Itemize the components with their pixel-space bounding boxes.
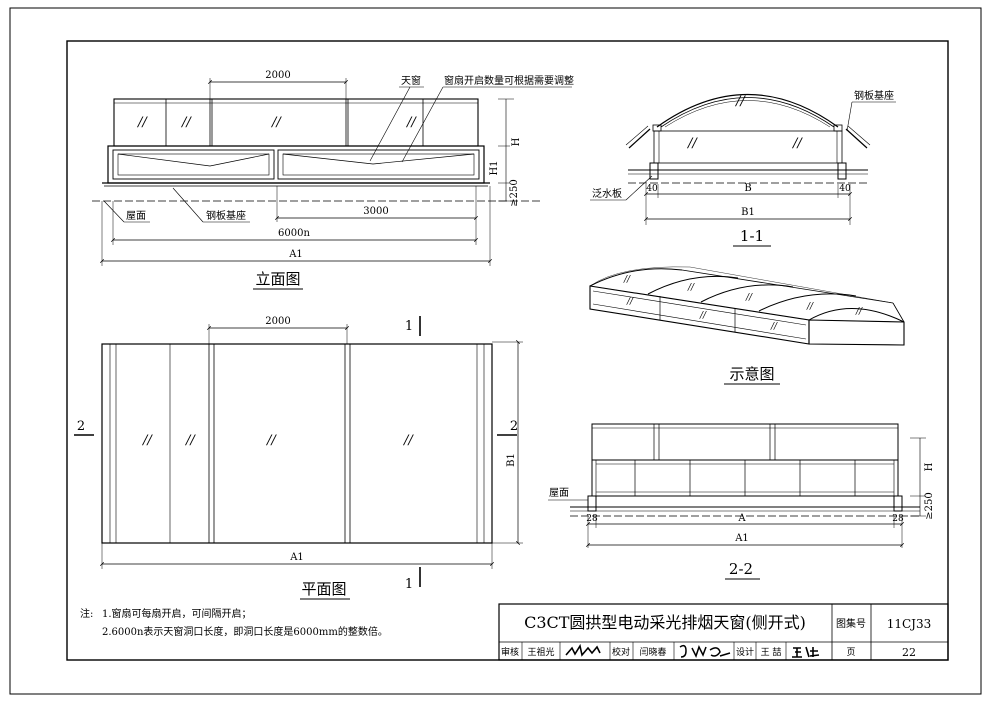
dim-a1-label: A1 [734, 533, 749, 544]
glass-mark: // [136, 115, 148, 130]
frame-border [66, 40, 949, 661]
perspective-view: // // // // // // // // 示意图 [589, 266, 905, 385]
glass-mark: // [770, 322, 778, 332]
reviewer-name: 王祖光 [527, 646, 554, 658]
dim-250-label: ≥250 [924, 492, 935, 519]
dim-a1-label: A1 [288, 249, 303, 260]
plan-title: 平面图 [301, 580, 346, 598]
reviewer-signature [565, 643, 601, 657]
glass-mark: // [141, 433, 153, 448]
section-1-1-title: 1-1 [740, 227, 764, 245]
glass-mark: // [791, 136, 803, 151]
section-cut-2-left: 2 [77, 419, 85, 434]
dim-40-right-label: 40 [839, 184, 851, 194]
check-label: 校对 [612, 646, 630, 658]
dim-a1-label: A1 [289, 552, 304, 563]
dim-b1-label: B1 [506, 453, 517, 467]
notes: 注: 1.窗扇可每扇开启，可间隔开启； 2.6000n表示天窗洞口长度，即洞口长… [80, 607, 388, 638]
glass-mark: // [734, 94, 746, 109]
dim-2000-label: 2000 [265, 316, 290, 327]
elevation-view: // // // // 2000 天窗 窗扇开启数量可根据需要调整 H H1 ≥… [92, 70, 574, 290]
elevation-title: 立面图 [255, 270, 300, 288]
glass-mark: // [402, 433, 414, 448]
glass-mark: // [184, 433, 196, 448]
dim-b-label: B [744, 183, 751, 194]
label-roof: 屋面 [549, 487, 569, 499]
glass-mark: // [623, 275, 631, 285]
glass-mark: // [265, 433, 277, 448]
dim-40-left-label: 40 [646, 184, 658, 194]
plan-view: // // // // 2000 1 1 2 2 B1 A1 平面图 [74, 316, 523, 600]
glass-mark: // [626, 297, 634, 307]
checker-signature [679, 644, 731, 658]
dim-h-label: H [924, 462, 935, 471]
perspective-title: 示意图 [729, 365, 774, 383]
glass-mark: // [855, 307, 863, 317]
note-line-1: 1.窗扇可每扇开启，可间隔开启； [102, 607, 252, 620]
glass-mark: // [687, 283, 695, 293]
designer-name: 王 喆 [761, 646, 782, 658]
glass-mark: // [699, 311, 707, 321]
review-label: 审核 [501, 646, 519, 658]
outer-border [9, 7, 982, 695]
dim-6000n-label: 6000n [278, 228, 310, 239]
dim-28-right-label: 28 [892, 514, 904, 524]
dim-3000-label: 3000 [363, 206, 388, 217]
dim-28-left-label: 28 [586, 514, 598, 524]
designer-signature [792, 646, 820, 658]
label-skylight: 天窗 [401, 74, 421, 87]
section-2-2-title: 2-2 [729, 560, 753, 578]
glass-mark: // [405, 115, 417, 130]
dim-h-label: H [511, 137, 522, 146]
label-steel-base: 钢板基座 [854, 89, 894, 102]
dim-b1-label: B1 [741, 207, 755, 218]
page-label: 页 [846, 647, 855, 658]
atlas-number: 11CJ33 [887, 617, 932, 631]
label-sash-note: 窗扇开启数量可根据需要调整 [444, 74, 574, 87]
title-block: C3CT圆拱型电动采光排烟天窗(侧开式) 图集号 11CJ33 审核 王祖光 校… [498, 603, 949, 661]
dim-h1-label: H1 [489, 160, 500, 175]
dim-2000-label: 2000 [265, 70, 290, 81]
section-2-2-view: 屋面 28 A 28 A1 H ≥250 2-2 [548, 423, 935, 580]
section-1-1-view: // // // 钢板基座 泛水板 40 B 40 B1 1-1 [590, 89, 896, 247]
glass-mark: // [270, 115, 282, 130]
label-flashing: 泛水板 [592, 187, 622, 200]
note-line-2: 2.6000n表示天窗洞口长度，即洞口长度是6000mm的整数倍。 [102, 625, 388, 638]
glass-mark: // [180, 115, 192, 130]
design-label: 设计 [736, 646, 754, 658]
notes-label: 注: [80, 607, 93, 620]
glass-mark: // [686, 136, 698, 151]
drawing-title: C3CT圆拱型电动采光排烟天窗(侧开式) [524, 613, 806, 632]
dim-a-label: A [737, 513, 746, 524]
section-cut-1-top: 1 [405, 319, 413, 334]
label-steel-base: 钢板基座 [206, 209, 246, 222]
glass-mark: // [745, 293, 753, 303]
glass-mark: // [806, 302, 814, 312]
atlas-label: 图集号 [836, 617, 866, 630]
page-number: 22 [902, 646, 916, 659]
dim-250-label: ≥250 [509, 179, 520, 206]
checker-name: 闫晓春 [639, 646, 666, 658]
section-cut-2-right: 2 [510, 419, 518, 434]
label-roof: 屋面 [126, 210, 146, 222]
section-cut-1-bottom: 1 [405, 577, 413, 592]
